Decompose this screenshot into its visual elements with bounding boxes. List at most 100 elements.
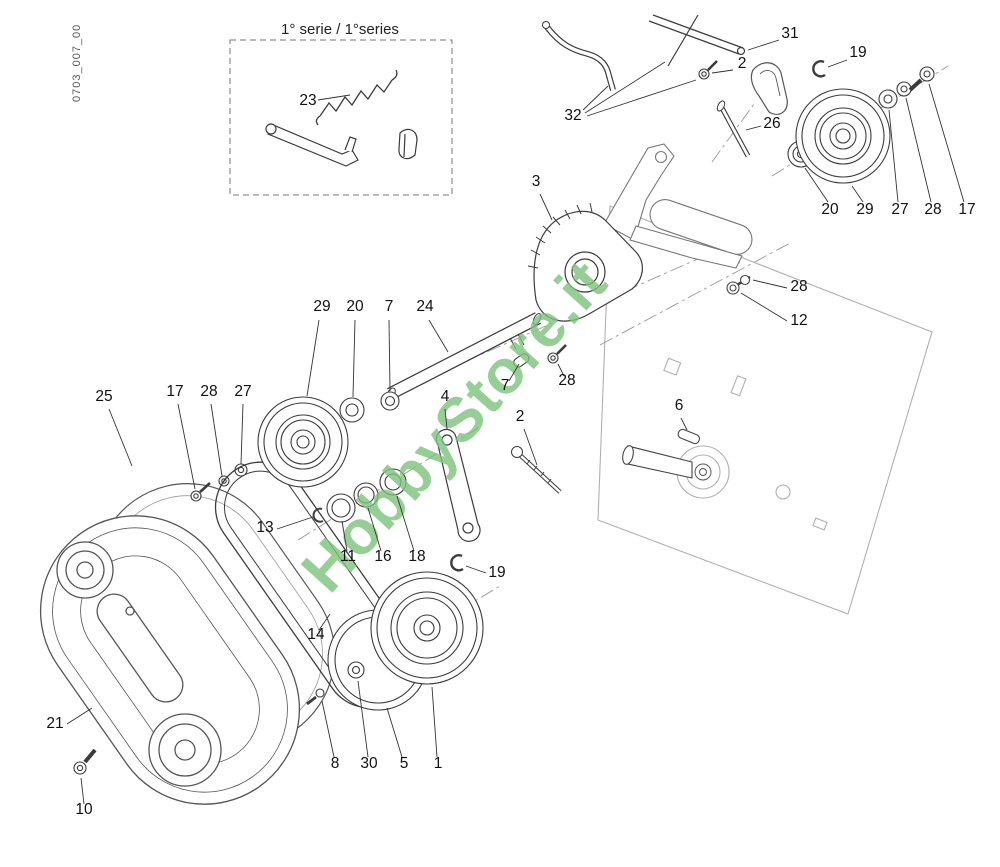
- part-label-3: 3: [532, 173, 541, 190]
- leader-line-12: [740, 292, 788, 322]
- part-label-23: 23: [299, 92, 316, 109]
- frame-plate: [597, 205, 933, 615]
- leader-line-23: [317, 94, 351, 101]
- part-label-20: 20: [821, 201, 839, 218]
- part-label-7: 7: [501, 377, 510, 394]
- inset-label: 1° serie / 1°series: [281, 21, 399, 38]
- part-label-29: 29: [313, 298, 330, 315]
- part-label-6: 6: [675, 397, 684, 414]
- bolt-28-mid: [547, 344, 567, 364]
- leader-line-32: [584, 61, 666, 114]
- pulley-29-right: [795, 88, 891, 184]
- part-label-28: 28: [790, 278, 807, 295]
- part-label-5: 5: [400, 755, 409, 772]
- pivot-pin: [622, 445, 693, 479]
- pin-7-mid: [513, 353, 530, 368]
- inset-clip: [398, 128, 418, 160]
- part-label-29: 29: [856, 201, 873, 218]
- part-label-21: 21: [46, 715, 63, 732]
- bolt-2-top: [698, 60, 718, 80]
- leader-line-16: [367, 507, 382, 552]
- part-label-16: 16: [374, 548, 391, 565]
- washer-28-right: [896, 81, 912, 97]
- part-label-24: 24: [416, 298, 434, 315]
- inset-lever: [265, 123, 359, 167]
- leader-line-1: [431, 686, 438, 758]
- part-label-8: 8: [331, 755, 340, 772]
- bearing-11: [326, 493, 356, 523]
- key-6: [677, 428, 701, 445]
- part-label-10: 10: [75, 801, 93, 818]
- part-label-27: 27: [891, 201, 908, 218]
- leader-line-27: [240, 403, 244, 465]
- part-label-7: 7: [385, 298, 394, 315]
- part-label-28: 28: [924, 201, 941, 218]
- leader-line-7: [388, 319, 391, 392]
- part-label-2: 2: [738, 55, 747, 72]
- part-label-1: 1: [434, 755, 443, 772]
- part-label-25: 25: [95, 388, 112, 405]
- part-label-17: 17: [958, 201, 975, 218]
- sector-plate-3: [527, 202, 643, 322]
- doc-code: 0703_007_00: [71, 24, 83, 102]
- leader-line-17: [928, 83, 965, 203]
- ring-16: [353, 482, 379, 508]
- part-label-14: 14: [307, 626, 325, 643]
- washer-20-left: [339, 397, 365, 423]
- leader-line-24: [428, 319, 449, 353]
- part-label-32: 32: [564, 107, 581, 124]
- leader-line-28: [557, 363, 565, 377]
- circlip-19-mid: [450, 554, 464, 572]
- leader-line-10: [80, 777, 85, 805]
- leader-line-17: [177, 403, 196, 490]
- leader-line-4: [444, 408, 448, 430]
- part-label-12: 12: [790, 312, 807, 329]
- part-label-18: 18: [408, 548, 425, 565]
- leader-line-27: [888, 109, 899, 203]
- part-label-4: 4: [441, 388, 450, 405]
- leader-line-7: [508, 363, 520, 382]
- throttle-rod: [542, 21, 616, 91]
- leader-line-8: [321, 700, 335, 758]
- link-4: [435, 428, 481, 542]
- lever-bracket: [750, 62, 788, 115]
- leader-line-5: [386, 707, 403, 758]
- cable-rod-31: [648, 14, 746, 67]
- leader-line-26: [745, 125, 762, 131]
- leader-line-2: [523, 428, 538, 466]
- clip-13: [312, 507, 324, 523]
- part-label-31: 31: [781, 25, 798, 42]
- leader-line-19: [465, 565, 487, 574]
- leader-line-20: [352, 319, 356, 398]
- leader-line-31: [747, 39, 780, 51]
- ring-18: [379, 468, 407, 496]
- leader-line-20: [804, 167, 829, 203]
- pin-26: [716, 100, 751, 158]
- leader-line-14: [318, 613, 331, 631]
- circlip-19-top: [812, 60, 826, 78]
- part-label-27: 27: [234, 383, 251, 400]
- part-label-26: 26: [763, 115, 780, 132]
- leader-line-32: [582, 85, 609, 111]
- washer-30: [347, 661, 365, 679]
- part-label-11: 11: [340, 548, 356, 565]
- inset-box: 1° serie / 1°series: [229, 21, 453, 196]
- leader-line-19: [827, 59, 848, 68]
- spring-23: [315, 69, 398, 126]
- leader-line-6: [680, 417, 688, 431]
- part-label-28: 28: [558, 372, 575, 389]
- part-label-28: 28: [200, 383, 217, 400]
- part-label-2: 2: [516, 408, 525, 425]
- hub-rings: [694, 463, 712, 481]
- leader-line-11: [341, 520, 348, 552]
- leader-line-29: [306, 319, 320, 397]
- leader-line-29: [851, 185, 864, 203]
- leader-line-30: [357, 680, 369, 758]
- part-label-30: 30: [360, 755, 378, 772]
- washer-27-left: [234, 463, 248, 477]
- leader-line-21: [66, 707, 93, 725]
- leader-line-3: [539, 193, 553, 221]
- bolt-17-left: [190, 482, 211, 502]
